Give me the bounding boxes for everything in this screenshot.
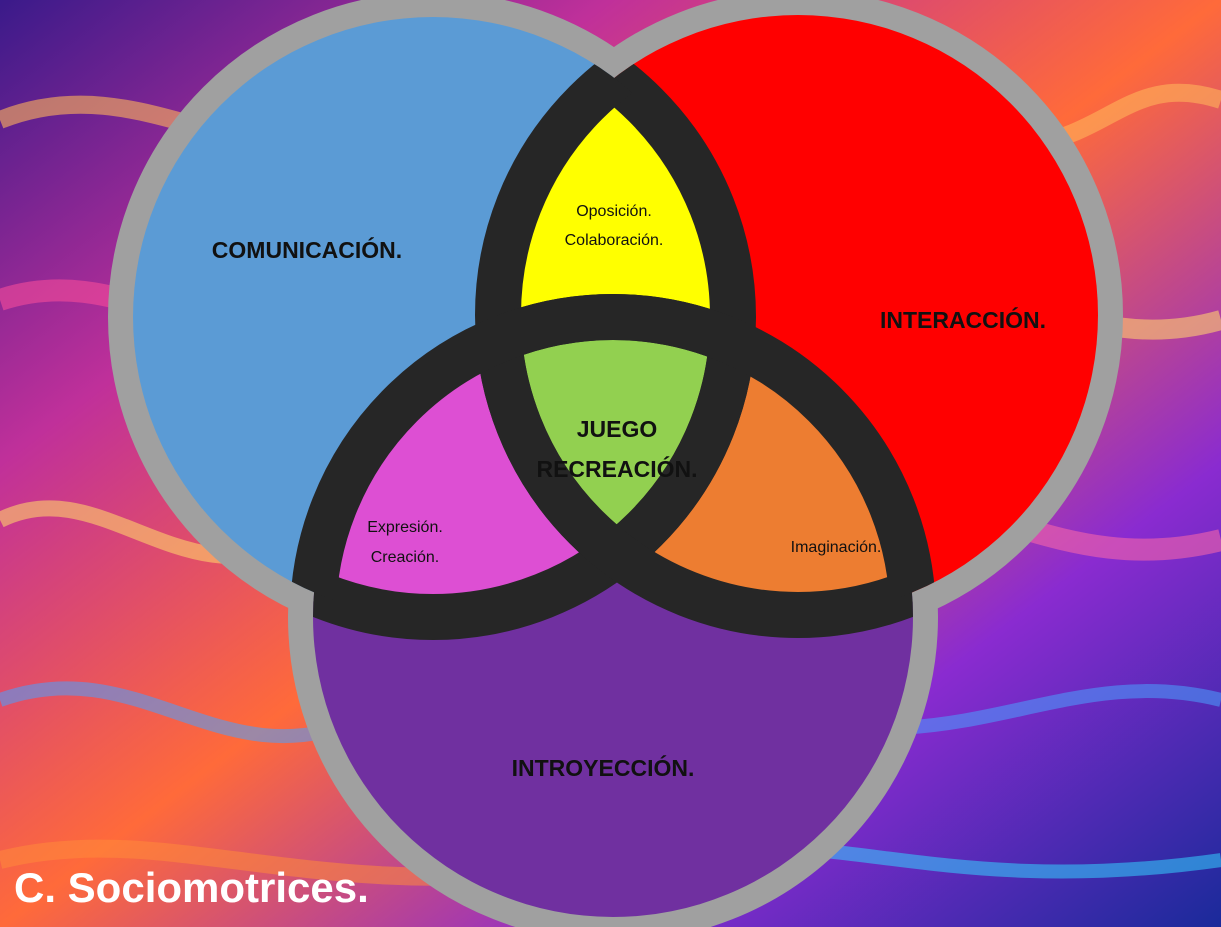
- label-introyeccion: INTROYECCIÓN.: [512, 754, 695, 781]
- region-expresion-creacion: [313, 317, 733, 617]
- label-interaccion: INTERACCIÓN.: [880, 306, 1046, 333]
- inner-bands: [290, 15, 936, 640]
- label-juego: JUEGO: [577, 416, 658, 442]
- label-colaboracion: Colaboración.: [565, 232, 664, 249]
- label-creacion: Creación.: [371, 549, 439, 566]
- label-imaginacion: Imaginación.: [791, 539, 882, 556]
- label-comunicacion: COMUNICACIÓN.: [212, 236, 402, 263]
- label-recreacion: RECREACIÓN.: [536, 455, 697, 482]
- region-imaginacion: [498, 317, 913, 615]
- slide-title: C. Sociomotrices.: [14, 864, 369, 911]
- label-oposicion: Oposición.: [576, 203, 652, 220]
- label-expresion: Expresión.: [367, 519, 443, 536]
